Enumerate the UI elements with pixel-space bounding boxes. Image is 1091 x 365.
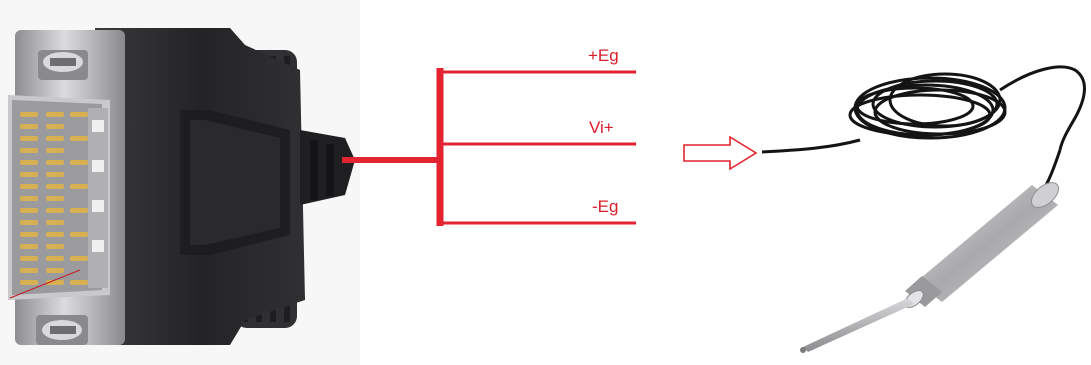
jack-screw-bottom — [36, 315, 88, 345]
connector-pin — [70, 136, 88, 141]
connector-pin — [20, 184, 38, 189]
connector-pin — [20, 220, 38, 225]
connector-pin — [70, 160, 88, 165]
connector-pin — [46, 184, 64, 189]
arrow-right-outline-icon — [683, 135, 758, 171]
connector-pin — [20, 196, 38, 201]
connector-pin — [20, 136, 38, 141]
connector-pin — [46, 244, 64, 249]
connector-pin — [20, 112, 38, 117]
connector-pin — [46, 148, 64, 153]
displacement-sensor-icon — [761, 65, 1086, 353]
wiring-harness — [342, 68, 636, 226]
connector-pin — [20, 232, 38, 237]
label-pos-eg: +Eg — [588, 46, 619, 65]
connector-pin — [70, 256, 88, 261]
connector-pin — [20, 244, 38, 249]
jack-screw-top — [38, 50, 88, 80]
connector-pin — [46, 196, 64, 201]
connector-pin — [70, 232, 88, 237]
connector-pin — [46, 208, 64, 213]
connector-pin — [46, 268, 64, 273]
connector-pin — [46, 112, 64, 117]
connector-pins — [20, 112, 88, 285]
connector-pin — [70, 112, 88, 117]
connector-pin — [20, 148, 38, 153]
connector-pin — [70, 208, 88, 213]
connector-pin — [20, 268, 38, 273]
connector-pin — [46, 256, 64, 261]
connector-pin — [70, 280, 88, 285]
connector-pin — [20, 280, 38, 285]
connector-pin — [20, 160, 38, 165]
connector-pin — [70, 184, 88, 189]
connector-pin — [20, 256, 38, 261]
db15-connector-icon — [0, 0, 360, 365]
connector-pin — [46, 232, 64, 237]
connector-pin — [20, 208, 38, 213]
connector-pin — [20, 124, 38, 129]
connector-pin — [46, 172, 64, 177]
connector-pin — [46, 136, 64, 141]
sensor-cable — [761, 65, 1086, 186]
connector-pin — [46, 160, 64, 165]
label-neg-eg: -Eg — [592, 197, 619, 216]
connector-pin — [46, 124, 64, 129]
connector-pin — [20, 172, 38, 177]
label-vi-plus: Vi+ — [589, 118, 614, 137]
connector-pin — [46, 220, 64, 225]
